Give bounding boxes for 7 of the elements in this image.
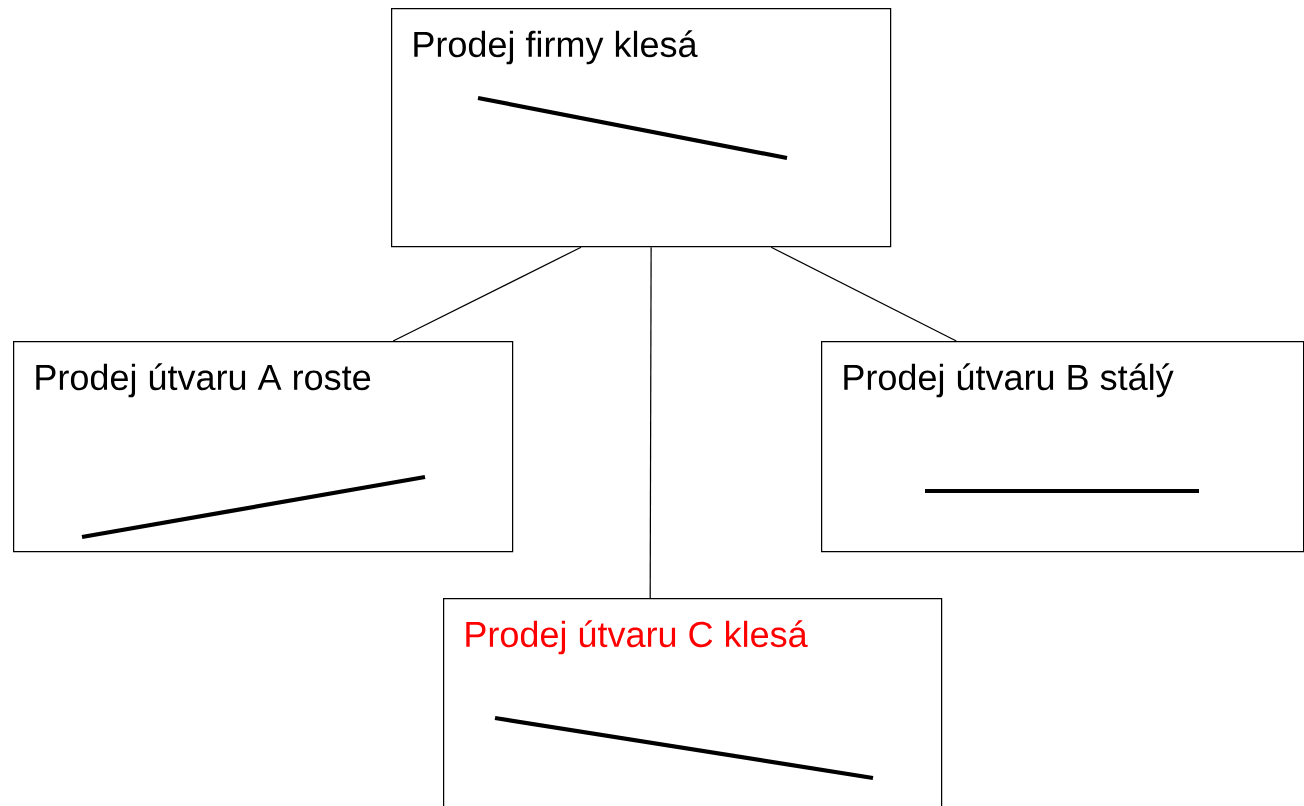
text-box: Prodej útvaru C klesá — [443, 598, 943, 806]
text-box: Prodej útvaru B stálý — [821, 341, 1304, 553]
connector-line — [392, 246, 582, 342]
text-box: Prodej firmy klesá — [391, 8, 892, 248]
text-box: Prodej útvaru A roste — [13, 341, 514, 553]
connector-line — [649, 246, 652, 599]
connector-line — [770, 246, 957, 342]
